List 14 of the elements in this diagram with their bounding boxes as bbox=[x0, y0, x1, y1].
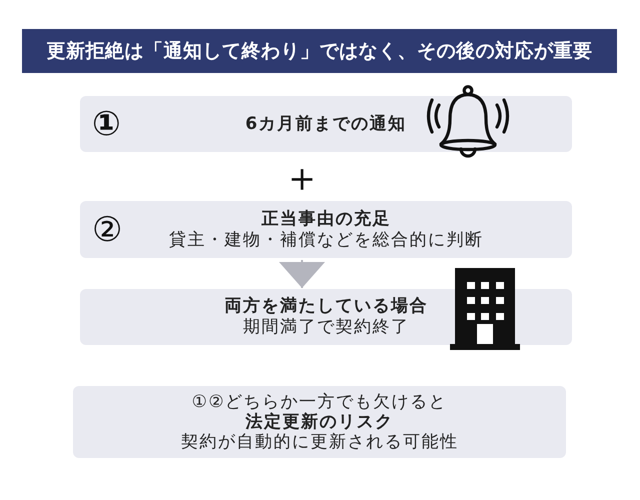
plus-sign: ＋ bbox=[282, 158, 322, 198]
step-number: ① bbox=[92, 104, 121, 144]
risk-heading: 法定更新のリスク bbox=[246, 412, 394, 432]
down-arrow bbox=[279, 260, 325, 288]
title-banner: 更新拒絶は「通知して終わり」ではなく、その後の対応が重要 bbox=[22, 29, 617, 73]
step-box bbox=[80, 96, 572, 152]
body-text: 貸主・建物・補償などを総合的に判断 bbox=[168, 230, 484, 250]
body-text: 期間満了で契約終了 bbox=[242, 317, 410, 338]
body-text: 契約が自動的に更新される可能性 bbox=[180, 432, 458, 452]
heading: 正当事由の充足 bbox=[261, 208, 391, 230]
condition-text: ①②どちらか一方でも欠けると bbox=[192, 392, 448, 412]
heading: 両方を満たしている場合 bbox=[224, 296, 428, 317]
step-text: 6カ月前までの通知 bbox=[245, 114, 407, 134]
step-number: ② bbox=[92, 210, 122, 250]
